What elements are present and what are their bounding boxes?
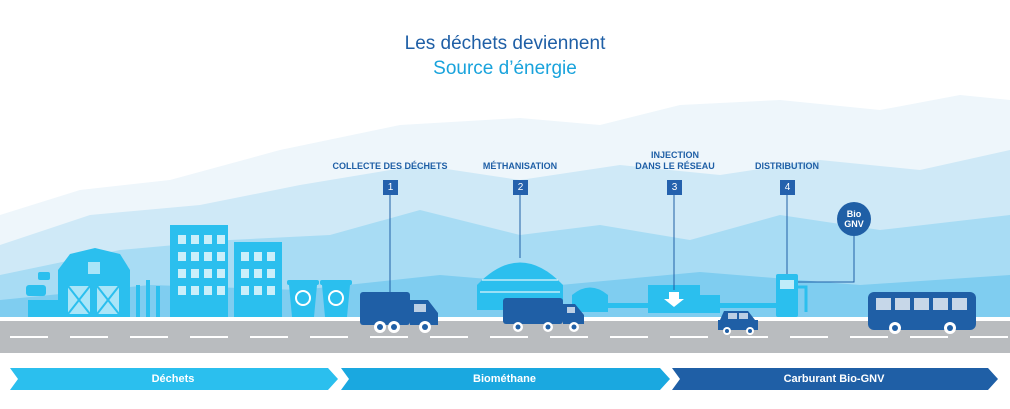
wheat-3 — [156, 286, 160, 317]
bio-gnv-badge-line2: GNV — [844, 219, 864, 229]
bio-gnv-badge-line1: Bio — [846, 209, 862, 219]
small-dome — [572, 287, 608, 312]
step-3-number: 3 — [667, 180, 682, 195]
methanisation-plant — [477, 262, 608, 332]
car — [718, 311, 758, 335]
step-2-label-line1: MÉTHANISATION — [482, 161, 558, 171]
fence — [28, 300, 60, 317]
step-3-label-line2: DANS LE RÉSEAU — [635, 161, 715, 171]
step-1-number: 1 — [383, 180, 398, 195]
step-2-number: 2 — [513, 180, 528, 195]
step-4-number: 4 — [780, 180, 795, 195]
wheat-2 — [146, 280, 150, 317]
phase-arrow-biomethane — [341, 368, 670, 390]
buildings-group — [170, 225, 282, 317]
recycling-bin-2 — [322, 285, 350, 317]
recycle-icon-1 — [295, 290, 311, 306]
tanker-truck — [503, 298, 563, 324]
bio-gnv-badge: Bio GNV — [837, 202, 871, 236]
recycle-icon-2 — [328, 290, 344, 306]
bio-gnv-bus — [868, 292, 976, 334]
phase-label-dechets: Déchets — [151, 373, 195, 385]
phase-arrow-carburant — [672, 368, 998, 390]
phase-label-carburant: Carburant Bio-GNV — [783, 373, 885, 385]
step-leader-lines — [389, 194, 855, 292]
title-line-2: Source d’énergie — [433, 58, 577, 79]
step-3-label: INJECTION DANS LE RÉSEAU — [620, 150, 730, 172]
farm-group — [26, 248, 160, 317]
step-4-label: DISTRIBUTION — [737, 161, 837, 172]
injection-station — [648, 285, 720, 313]
step-1-label-line1: COLLECTE DES DÉCHETS — [332, 161, 448, 171]
recycling-bins — [287, 280, 352, 317]
road-bottom-line — [0, 353, 1010, 356]
road-lane-markings — [10, 336, 1008, 338]
fuel-pump — [776, 274, 808, 317]
step-3-label-line1: INJECTION — [650, 150, 699, 160]
step-1-label: COLLECTE DES DÉCHETS — [320, 161, 460, 172]
cow-icon — [26, 285, 46, 296]
garbage-truck — [360, 292, 438, 333]
phase-label-biomethane: Biométhane — [473, 373, 536, 385]
arrow-down-icon — [664, 292, 684, 307]
step-2-label: MÉTHANISATION — [465, 161, 575, 172]
wheat-1 — [136, 285, 140, 317]
title-line-1: Les déchets deviennent — [404, 33, 606, 54]
recycling-bin-1 — [289, 285, 317, 317]
step-4-label-line1: DISTRIBUTION — [755, 161, 819, 171]
phase-arrow-dechets — [10, 368, 338, 390]
